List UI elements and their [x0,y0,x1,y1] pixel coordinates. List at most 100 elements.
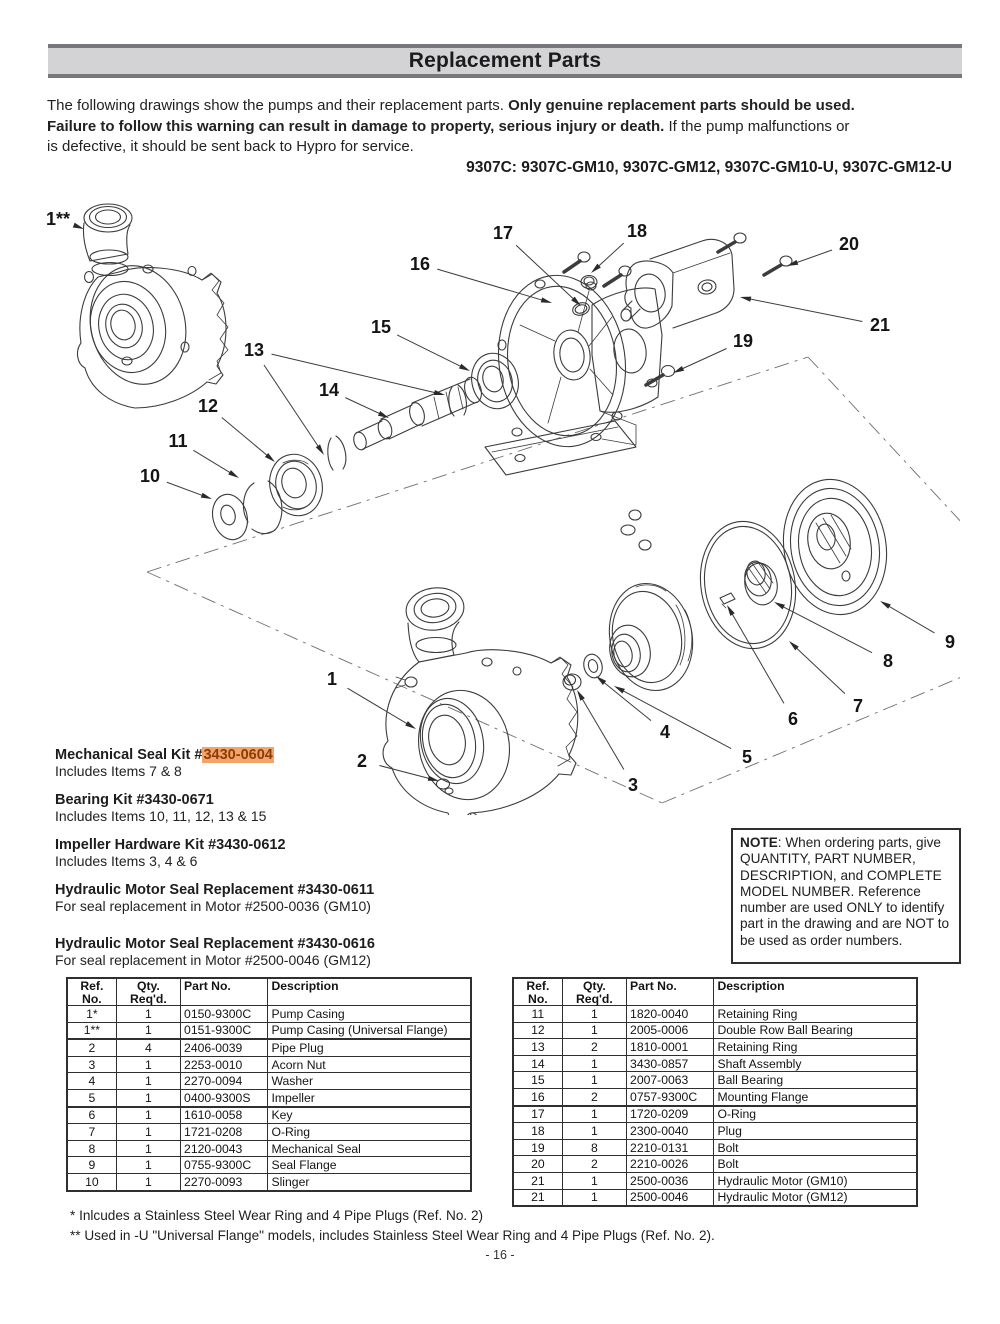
part-ball-bearing-15 [471,352,519,410]
callout-leader-line [884,603,935,634]
part-seal-flange [782,478,888,616]
callout-arrow-tick [200,492,212,499]
kit-impeller-hardware: Impeller Hardware Kit #3430-0612 Include… [55,837,485,869]
callout-leader-line [793,644,846,695]
callout-number: 19 [733,331,753,351]
part-slinger [211,493,249,541]
part-bearing-housing [591,287,663,551]
callout-arrow-tick [614,686,625,694]
callout-arrow-tick [727,605,735,616]
callout-leader-line [600,679,652,722]
callout-number: 21 [870,315,890,335]
part-retaining-ring-13a [327,435,347,471]
callout-number: 11 [168,431,187,451]
part-plug-and-oring [572,274,598,316]
callout-number: 5 [742,747,752,767]
callout-leader-line [263,364,322,451]
parts-table-left: Ref.No. Qty.Req'd. Part No. Description … [66,977,472,1192]
page-title: Replacement Parts [408,49,602,72]
callout-leader-line [579,694,625,770]
kit-motor-seal-gm12: Hydraulic Motor Seal Replacement #3430-0… [55,936,485,968]
callout-arrow-tick [774,602,785,610]
page-number: - 16 - [485,1248,515,1262]
intro-paragraph: The following drawings show the pumps an… [47,96,959,158]
callout-number: 9 [945,632,955,652]
callout-arrow-tick [72,222,84,229]
callout-leader-line [437,268,547,302]
callout-arrow-tick [315,444,324,455]
part-shaft-assembly [353,376,482,451]
footnote-2: ** Used in -U "Universal Flange" models,… [70,1227,715,1243]
callout-number: 16 [410,254,430,274]
callout-leader-line [347,687,412,727]
callout-arrow-tick [571,296,581,306]
callout-number: 3 [628,775,638,795]
callout-leader-line [595,242,625,270]
callout-leader-line [729,609,785,704]
callout-arrow-tick [577,690,585,701]
callout-arrow-tick [228,470,239,478]
callout-number: 7 [853,696,863,716]
section-header-bar: Replacement Parts [48,44,962,78]
callout-arrow-tick [673,366,685,373]
table-header-row: Ref.No. Qty.Req'd. Part No. Description [66,977,472,1006]
construction-lines [146,356,960,804]
note-text: : When ordering parts, give QUANTITY, PA… [740,835,950,948]
callout-arrow-tick [880,601,891,609]
callout-leader-line [745,297,863,322]
part-mechanical-seal [744,560,778,606]
callout-arrow-tick [789,641,799,651]
intro-text-2: If the pump malfunctions or [664,117,850,135]
callout-leader-line [271,353,440,395]
part-hydraulic-motor [620,238,735,329]
model-list: 9307C: 9307C-GM10, 9307C-GM12, 9307C-GM1… [466,159,952,176]
part-oring-disc [699,520,797,650]
kit-mechanical-seal: Mechanical Seal Kit #3430-0604 Includes … [55,747,485,779]
callout-number: 1** [46,209,70,229]
kit-title: Bearing Kit #3430-0671 [55,792,214,808]
callout-arrow-tick [377,410,389,418]
part-pump-casing [382,587,579,815]
callout-arrow-tick [540,297,552,303]
footnote-1: * Inlcudes a Stainless Steel Wear Ring a… [70,1208,484,1223]
parts-table-right: Ref.No. Qty.Req'd. Part No. Description … [512,977,918,1208]
callout-arrow-tick [787,259,799,266]
kit-subtitle: Includes Items 7 & 8 [55,763,182,779]
callout-number: 17 [493,223,513,243]
part-pump-casing-universal [76,203,229,409]
kit-subtitle: Includes Items 3, 4 & 6 [55,853,198,869]
part-ball-bearing-12 [269,453,323,517]
callout-leader-line [619,688,732,749]
intro-text: The following drawings show the pumps an… [47,97,509,114]
callout-leader-line [221,417,271,459]
kit-subtitle: For seal replacement in Motor #2500-0036… [55,898,371,914]
callout-arrow-tick [591,263,601,273]
callout-arrow-tick [427,775,439,781]
kit-motor-seal-gm10: Hydraulic Motor Seal Replacement #3430-0… [55,882,485,914]
callout-number: 20 [839,234,859,254]
part-washer [583,653,603,679]
callout-number: 12 [198,396,218,416]
kit-title: Impeller Hardware Kit #3430-0612 [55,837,286,853]
callout-leader-line [379,765,434,780]
footnotes: * Inlcudes a Stainless Steel Wear Ring a… [70,1206,930,1245]
callout-leader-line [345,397,384,416]
callout-leader-line [515,244,577,303]
callout-leader-line [792,249,833,265]
kit-title: Hydraulic Motor Seal Replacement #3430-0… [55,936,375,952]
kit-subtitle: Includes Items 10, 11, 12, 13 & 15 [55,808,267,824]
